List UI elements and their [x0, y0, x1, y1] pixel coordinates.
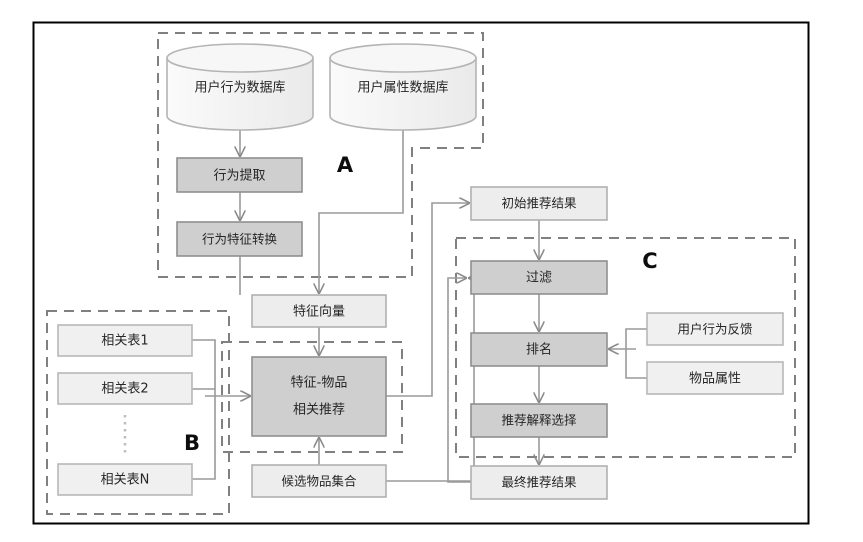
node-label-behavior-extraction: 行为提取 — [213, 168, 265, 184]
node-box — [176, 221, 303, 257]
node-behavior-feature-transform[interactable]: 行为特征转换 — [176, 221, 303, 257]
node-box — [470, 260, 608, 295]
node-box — [251, 356, 387, 437]
node-related-table-1[interactable]: 相关表1 — [57, 324, 193, 357]
cylinder-body — [329, 57, 477, 131]
node-label-related-table-n: 相关表N — [101, 473, 150, 488]
node-box — [470, 465, 608, 500]
node-item-attribute[interactable]: 物品属性 — [646, 361, 784, 395]
node-label-user-attribute-db: 用户属性数据库 — [357, 80, 448, 96]
node-related-table-n[interactable]: 相关表N — [57, 463, 193, 496]
node-label-related-table-2: 相关表2 — [101, 382, 148, 397]
region-c-dashed-boundary — [455, 237, 796, 458]
node-box — [646, 312, 784, 346]
node-user-behavior-db[interactable]: 用户行为数据库 — [166, 43, 314, 131]
node-label-feature-item-rec-line1: 特征-物品 — [291, 376, 348, 391]
edge-feedback-bus — [625, 328, 647, 349]
node-filter[interactable]: 过滤 — [470, 260, 608, 295]
node-box — [646, 361, 784, 395]
node-label-filter: 过滤 — [526, 271, 552, 286]
node-user-attribute-db[interactable]: 用户属性数据库 — [329, 43, 477, 131]
region-b-dashed-boundary — [46, 310, 230, 515]
cylinder-top — [329, 43, 477, 73]
edge-relatedtable1-bus — [192, 339, 216, 396]
node-label-feature-item-rec-line2: 相关推荐 — [293, 403, 345, 418]
node-box — [470, 403, 608, 438]
node-label-ranking: 排名 — [526, 342, 552, 358]
node-label-feature-vector: 特征向量 — [293, 304, 345, 320]
region-label-a: A — [337, 153, 354, 177]
node-box — [176, 157, 303, 193]
region-label-b: B — [184, 431, 200, 455]
node-related-table-2[interactable]: 相关表2 — [57, 372, 193, 405]
node-box — [57, 324, 193, 357]
node-box — [470, 186, 608, 221]
edge-relatedtablen-bus — [192, 396, 216, 480]
node-box — [57, 463, 193, 496]
node-label-rec-explanation-select: 推荐解释选择 — [501, 413, 577, 428]
node-rec-explanation-select[interactable]: 推荐解释选择 — [470, 403, 608, 438]
node-label-candidate-item-set: 候选物品集合 — [281, 474, 357, 489]
region-a-dashed-boundary — [157, 32, 484, 278]
node-box — [57, 372, 193, 405]
region-label-c: C — [642, 249, 657, 273]
node-label-item-attribute: 物品属性 — [689, 372, 741, 387]
node-label-initial-rec-result: 初始推荐结果 — [501, 196, 577, 211]
node-feature-vector[interactable]: 特征向量 — [251, 294, 387, 328]
edge-featureitemrec-to-initialresult — [386, 203, 469, 397]
node-initial-rec-result[interactable]: 初始推荐结果 — [470, 186, 608, 221]
node-user-behavior-feedback[interactable]: 用户行为反馈 — [646, 312, 784, 346]
node-label-related-table-1: 相关表1 — [101, 334, 148, 349]
node-behavior-extraction[interactable]: 行为提取 — [176, 157, 303, 193]
edge-finalresult-feedback-loop — [447, 278, 471, 483]
edge-itemattribute-bus — [625, 349, 647, 379]
node-box — [470, 332, 608, 367]
node-label-user-behavior-db: 用户行为数据库 — [194, 80, 285, 96]
cylinder-body — [166, 57, 314, 131]
node-label-final-rec-result: 最终推荐结果 — [501, 475, 577, 490]
node-box — [251, 464, 387, 498]
node-feature-item-rec[interactable]: 特征-物品 相关推荐 — [251, 356, 387, 437]
node-label-behavior-feature-transform: 行为特征转换 — [202, 232, 278, 247]
edge-attributedb-to-featurevector — [319, 130, 404, 293]
node-box — [251, 294, 387, 328]
recommendation-core-dashed-boundary — [221, 341, 403, 453]
node-ranking[interactable]: 排名 — [470, 332, 608, 367]
node-final-rec-result[interactable]: 最终推荐结果 — [470, 465, 608, 500]
cylinder-top — [166, 43, 314, 73]
node-candidate-item-set[interactable]: 候选物品集合 — [251, 464, 387, 498]
node-label-user-behavior-feedback: 用户行为反馈 — [677, 322, 752, 337]
